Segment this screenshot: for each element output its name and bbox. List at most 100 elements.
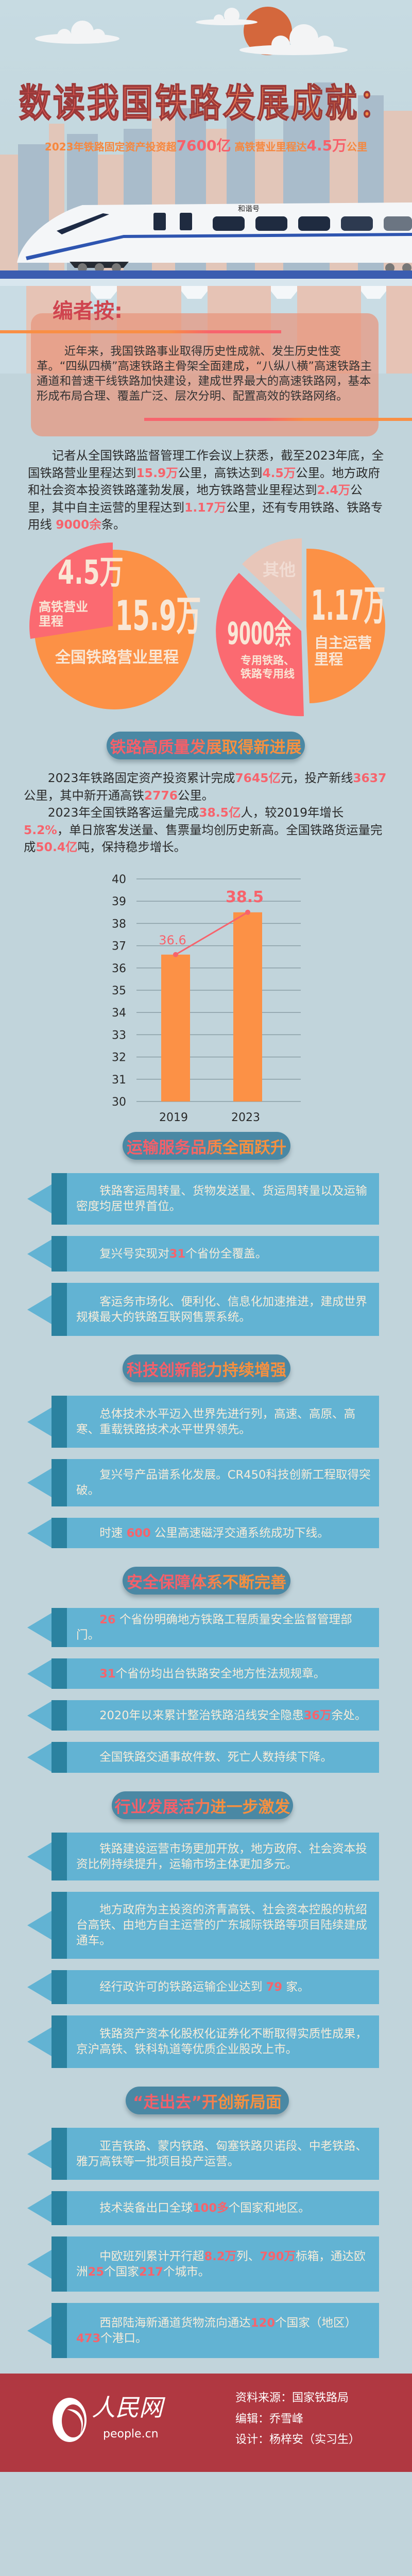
cloud-icon [35,21,119,44]
card-accent-bar [52,1283,67,1336]
highlight-value: 7645亿 [235,771,281,785]
highlight-value: 50.4亿 [36,840,78,854]
data-label: 38.5 [226,888,264,906]
card-pointer-icon [27,1911,52,1940]
card-pointer-icon [27,1184,52,1213]
card-text: 经行政许可的铁路运输企业达到 79 家。 [76,1979,379,1995]
text-segment: 公里 [347,141,368,153]
highlight-value: 2.4万 [317,483,351,497]
text-segment: 地方政府为主投资的济青高铁、社会资本控股的杭绍台高铁、由地方自主运营的广东城际铁… [76,1903,367,1947]
info-card: 全国铁路交通事故件数、死亡人数持续下降。 [27,1742,379,1773]
card-accent-bar [52,1236,67,1272]
highlight-value: 790万 [260,2249,296,2263]
highlight-value: 8.2万 [204,2249,237,2263]
text-segment: 2023年全国铁路客运量完成 [47,805,199,820]
info-card: 时速 600 公里高速磁浮交通系统成功下线。 [27,1518,379,1548]
pie-left-main-label: 全国铁路营业里程 [55,649,179,667]
info-card: 经行政许可的铁路运输企业达到 79 家。 [27,1970,379,2004]
info-card: 铁路客运周转量、货物发送量、货运周转量以及运输密度均居世界首位。 [27,1173,379,1225]
card-text: 26 个省份明确地方铁路工程质量安全监督管理部门。 [76,1612,379,1643]
card-accent-bar [52,2236,67,2292]
card-text: 铁路客运周转量、货物发送量、货运周转量以及运输密度均居世界首位。 [76,1183,379,1214]
info-card: 客运务市场化、便利化、信息化加速推进，建成世界规模最大的铁路互联网售票系统。 [27,1283,379,1336]
highlight-value: 15.9万 [136,465,178,480]
trend-line [175,911,248,956]
pie-left-slice-label: 里程 [39,614,63,629]
card-pointer-icon [27,1407,52,1436]
y-tick-label: 34 [112,1007,126,1020]
card-pointer-icon [27,2027,52,2056]
section-header: 运输服务品质全面跃升 [123,1132,290,1160]
section-header: 铁路高质量发展取得新进展 [107,732,305,759]
card-accent-bar [52,1892,67,1959]
info-card: 铁路建设运营市场更加开放，地方政府、社会资本投资比例持续提升，运输市场主体更加多… [27,1833,379,1880]
text-segment: 公里，还有专用铁路、铁路专用线 [28,500,383,532]
card-pointer-icon [27,2139,52,2168]
card-pointer-icon [27,1659,52,1688]
info-card: 技术装备出口全球100多个国家和地区。 [27,2191,379,2225]
text-segment: 公里。 [178,788,214,803]
card-text: 时速 600 公里高速磁浮交通系统成功下线。 [76,1526,379,1541]
y-tick-label: 40 [112,873,126,886]
text-segment: 家。 [282,1980,310,1994]
text-segment: 元，投产新线 [280,771,353,785]
y-tick-label: 37 [112,940,126,953]
section-title: 科技创新能力持续增强 [127,1357,286,1380]
card-text: 铁路建设运营市场更加开放，地方政府、社会资本投资比例持续提升，运输市场主体更加多… [76,1841,379,1872]
section-header: “走出去”开创新局面 [126,2087,289,2114]
text-segment: 人，较2019年增长 [241,805,344,820]
section-title: 运输服务品质全面跃升 [127,1134,286,1158]
pie-right-other-slice [242,538,302,621]
highlight-value: 79 [266,1980,283,1994]
cloud-icon [239,24,348,55]
y-tick-label: 36 [112,962,126,975]
card-accent-bar [52,1970,67,2004]
highlight-value: 5.2% [24,822,57,837]
card-pointer-icon [27,1295,52,1324]
card-accent-bar [52,1700,67,1731]
text-segment: 复兴号产品谱系化发展。CR450科技创新工程取得突破。 [76,1468,371,1497]
card-text: 地方政府为主投资的济青高铁、社会资本控股的杭绍台高铁、由地方自主运营的广东城际铁… [76,1902,379,1948]
highlight-value: 31 [99,1667,116,1681]
highlight-value: 473 [76,2331,101,2345]
text-segment: 公里。地方政府和社会资本投资铁路蓬勃发展，地方铁路营业里程达到 [28,465,380,498]
paragraph: 2023年铁路固定资产投资累计完成7645亿元，投产新线3637公里，其中新开通… [24,770,387,804]
card-text: 客运务市场化、便利化、信息化加速推进，建成世界规模最大的铁路互联网售票系统。 [76,1294,379,1325]
designer-credit: 设计：杨梓安（实习生） [235,2433,360,2446]
card-accent-bar [52,2191,67,2225]
people-cn-logo [53,2398,87,2442]
text-segment: 条。 [101,517,126,532]
text-segment: 铁路建设运营市场更加开放，地方政府、社会资本投资比例持续提升，运输市场主体更加多… [76,1842,367,1871]
card-accent-bar [52,1173,67,1225]
pie-left-highspeed-slice [29,543,113,639]
card-accent-bar [52,1742,67,1773]
text-segment: 公里高速磁浮交通系统成功下线。 [150,1526,329,1540]
highlight-value: 4.5万 [306,137,347,154]
card-pointer-icon [27,2316,52,2345]
card-text: 技术装备出口全球100多个国家和地区。 [76,2200,379,2216]
card-pointer-icon [27,2249,52,2279]
card-accent-bar [52,1658,67,1689]
highlight-value: 4.5万 [262,465,296,480]
info-card: 31个省份均出台铁路安全地方性法规规章。 [27,1658,379,1689]
text-segment: 铁路资产资本化股权化证券化不断取得实质性成果，京沪高铁、铁科轨道等优质企业股改上… [76,2027,367,2056]
card-text: 31个省份均出台铁路安全地方性法规规章。 [76,1666,379,1682]
text-segment: 客运务市场化、便利化、信息化加速推进，建成世界规模最大的铁路互联网售票系统。 [76,1295,367,1324]
footer: 人民网 people.cn 资料来源：国家铁路局 编辑：乔雪峰 设计：杨梓安（实… [0,2374,412,2472]
text-segment: 铁路客运周转量、货物发送量、货运周转量以及运输密度均居世界首位。 [76,1184,367,1213]
text-segment: 全国铁路交通事故件数、死亡人数持续下降。 [99,1751,333,1764]
info-card: 铁路资产资本化股权化证券化不断取得实质性成果，京沪高铁、铁科轨道等优质企业股改上… [27,2015,379,2068]
pie-right-slice-label: 铁路专用线 [241,668,295,680]
section-title: 铁路高质量发展取得新进展 [110,734,302,757]
pie-right-slice-value: 9000余 [227,616,291,652]
paragraph: 2023年全国铁路客运量完成38.5亿人，较2019年增长5.2%，单日旅客发送… [24,804,387,856]
pie-right-special-lines-slice [216,573,304,717]
y-tick-label: 31 [112,1074,126,1087]
highlight-value: 1.17万 [184,500,227,515]
text-segment: 个省份全覆盖。 [185,1247,267,1261]
x-tick-label: 2023 [231,1111,260,1124]
card-text: 西部陆海新通道货物流向通达120个国家（地区）473个港口。 [76,2315,379,2346]
x-tick-label: 2019 [159,1111,188,1124]
text-segment: 余处。 [331,1708,367,1722]
